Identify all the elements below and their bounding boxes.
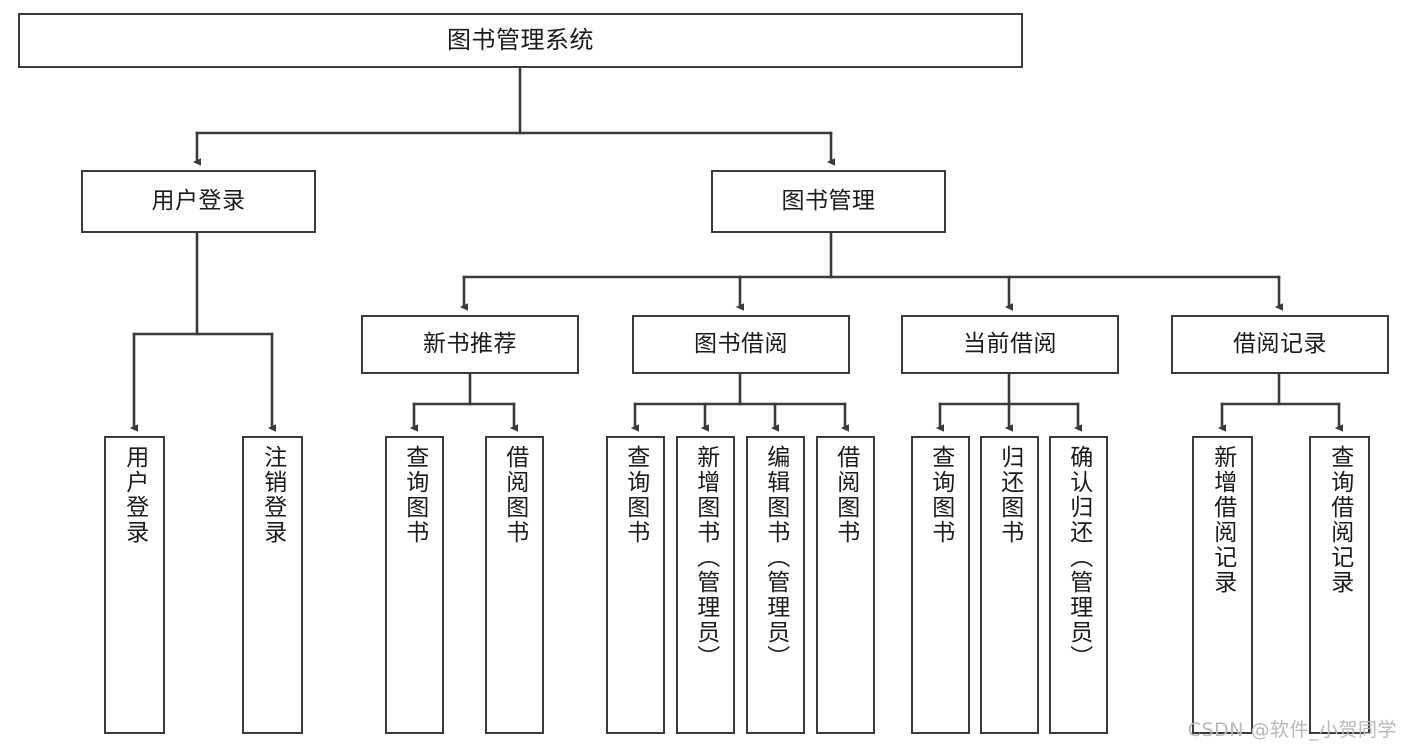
node-borrow-record[interactable]: 借阅记录: [1171, 315, 1389, 374]
node-label: 编辑图书（管理员）: [762, 445, 789, 670]
node-label: 借阅图书: [832, 445, 859, 545]
node-book-management[interactable]: 图书管理: [711, 170, 946, 233]
node-label: 注销登录: [259, 445, 286, 545]
node-label: 借阅记录: [1233, 330, 1327, 357]
leaf-query-book-recommendation[interactable]: 查询图书: [385, 436, 444, 734]
leaf-query-book-borrow[interactable]: 查询图书: [606, 436, 665, 734]
watermark: CSDN @软件_小贺同学: [1187, 719, 1397, 741]
leaf-user-login[interactable]: 用户登录: [104, 436, 165, 734]
node-label: 查询图书: [622, 445, 649, 545]
leaf-logout[interactable]: 注销登录: [242, 436, 303, 734]
node-book-management-system[interactable]: 图书管理系统: [18, 13, 1023, 68]
leaf-edit-book-admin[interactable]: 编辑图书（管理员）: [746, 436, 805, 734]
node-label: 用户登录: [151, 187, 246, 214]
node-label: 归还图书: [996, 445, 1023, 545]
leaf-query-book-current[interactable]: 查询图书: [911, 436, 970, 734]
leaf-add-borrow-record[interactable]: 新增借阅记录: [1192, 436, 1253, 734]
node-current-borrow[interactable]: 当前借阅: [901, 315, 1119, 374]
node-label: 图书借阅: [694, 330, 788, 357]
node-label: 借阅图书: [501, 445, 528, 545]
node-label: 查询图书: [927, 445, 954, 545]
node-label: 查询图书: [401, 445, 428, 545]
node-label: 图书管理: [781, 187, 876, 214]
leaf-add-book-admin[interactable]: 新增图书（管理员）: [676, 436, 735, 734]
node-book-borrow[interactable]: 图书借阅: [632, 315, 850, 374]
node-label: 当前借阅: [963, 330, 1057, 357]
leaf-borrow-book-recommendation[interactable]: 借阅图书: [485, 436, 544, 734]
node-new-book-recommendation[interactable]: 新书推荐: [361, 315, 579, 374]
leaf-borrow-book[interactable]: 借阅图书: [816, 436, 875, 734]
node-label: 图书管理系统: [447, 26, 594, 55]
leaf-return-book[interactable]: 归还图书: [980, 436, 1039, 734]
node-label: 新增借阅记录: [1209, 445, 1236, 595]
node-label: 用户登录: [121, 445, 148, 545]
node-user-login[interactable]: 用户登录: [81, 170, 316, 233]
leaf-query-borrow-record[interactable]: 查询借阅记录: [1309, 436, 1370, 734]
node-label: 查询借阅记录: [1326, 445, 1353, 595]
node-label: 确认归还（管理员）: [1065, 445, 1092, 670]
node-label: 新增图书（管理员）: [692, 445, 719, 670]
leaf-confirm-return-admin[interactable]: 确认归还（管理员）: [1049, 436, 1108, 734]
node-label: 新书推荐: [423, 330, 517, 357]
